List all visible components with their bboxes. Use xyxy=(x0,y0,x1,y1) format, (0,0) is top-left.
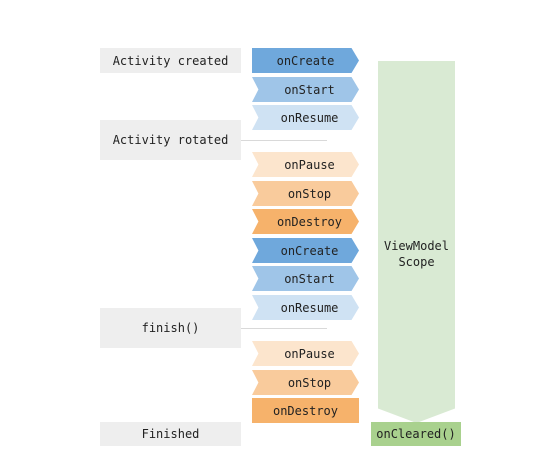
scope-label-line2: Scope xyxy=(398,255,435,269)
event-finish: finish() xyxy=(100,308,241,348)
lifecycle-step-ondestroy: onDestroy xyxy=(252,398,359,423)
lifecycle-step-oncreate: onCreate xyxy=(252,48,359,73)
rotated-connector-line xyxy=(241,140,327,141)
viewmodel-scope-arrow xyxy=(378,61,455,423)
lifecycle-step-oncreate: onCreate xyxy=(252,238,359,263)
lifecycle-step-onstop: onStop xyxy=(252,370,359,395)
event-activity-created: Activity created xyxy=(100,48,241,73)
scope-label-line1: ViewModel xyxy=(383,239,450,253)
viewmodel-scope-label: ViewModel Scope xyxy=(378,238,455,270)
lifecycle-step-onstart: onStart xyxy=(252,77,359,102)
lifecycle-step-onpause: onPause xyxy=(252,341,359,366)
lifecycle-step-onpause: onPause xyxy=(252,152,359,177)
lifecycle-step-onstart: onStart xyxy=(252,266,359,291)
on-cleared-box: onCleared() xyxy=(371,422,461,446)
lifecycle-step-onstop: onStop xyxy=(252,181,359,206)
lifecycle-step-ondestroy: onDestroy xyxy=(252,209,359,234)
event-activity-rotated: Activity rotated xyxy=(100,120,241,160)
finish-connector-line xyxy=(241,328,327,329)
event-finished: Finished xyxy=(100,422,241,446)
lifecycle-step-onresume: onResume xyxy=(252,105,359,130)
lifecycle-step-onresume: onResume xyxy=(252,295,359,320)
